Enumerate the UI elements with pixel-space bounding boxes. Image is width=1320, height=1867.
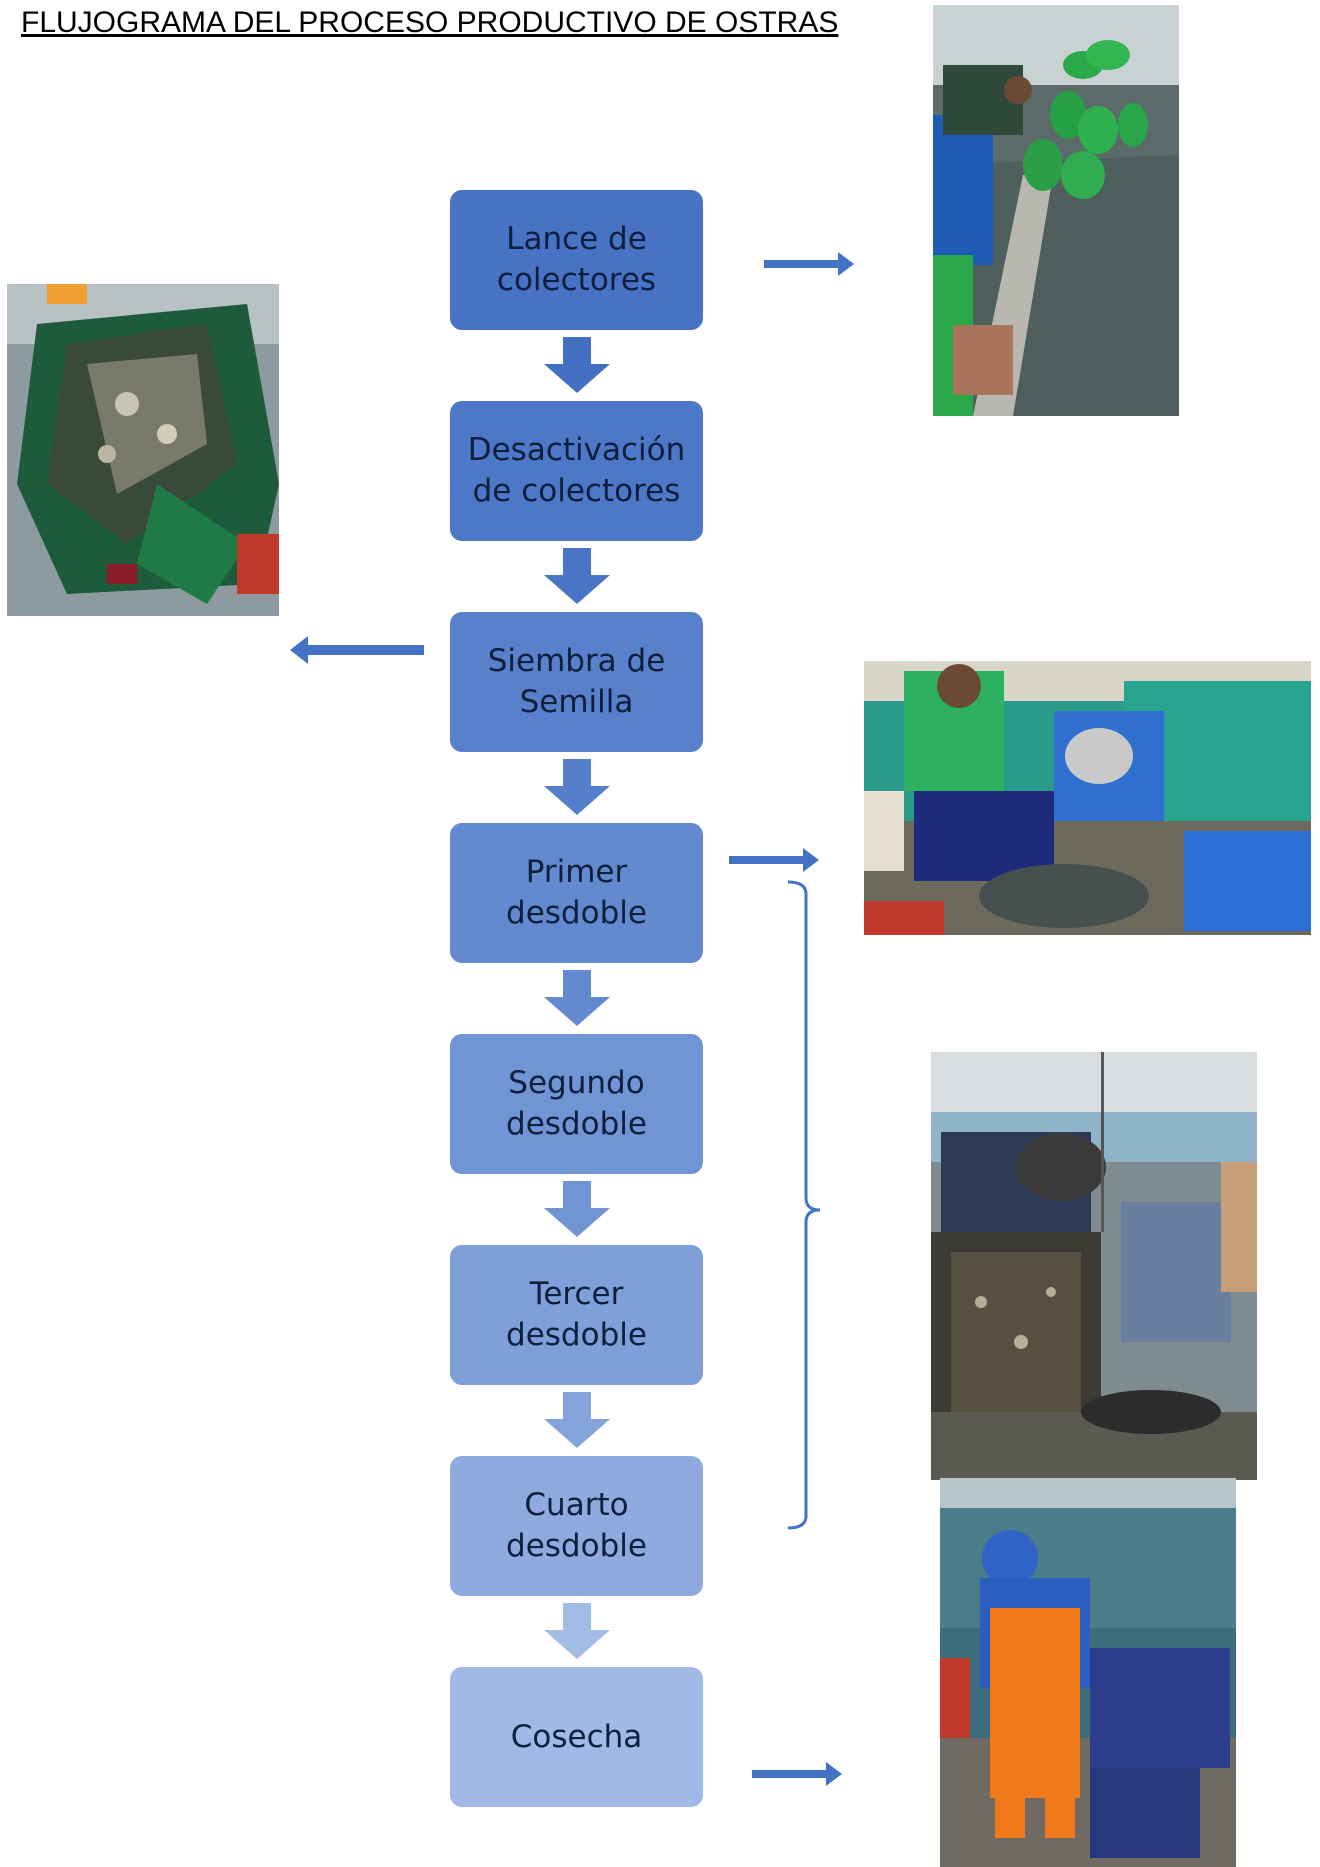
step-label-line2: colectores bbox=[496, 262, 657, 298]
step-label-line2: desdoble bbox=[506, 895, 647, 931]
step-label-line1: Siembra de bbox=[487, 643, 666, 679]
step-cuarto-desdoble: Cuarto desdoble bbox=[450, 1456, 703, 1596]
step-label-line1: Segundo bbox=[508, 1065, 645, 1101]
photo-further-splits bbox=[931, 1052, 1257, 1480]
photo-harvest bbox=[940, 1478, 1236, 1867]
right-arrow-icon bbox=[752, 1762, 842, 1786]
right-arrow-icon bbox=[764, 252, 854, 276]
step-label-line2: de colectores bbox=[472, 473, 681, 509]
step-lance-colectores: Lance de colectores bbox=[450, 190, 703, 330]
down-arrow-icon bbox=[544, 759, 610, 815]
down-arrow-icon bbox=[544, 1603, 610, 1659]
step-label-line2: Semilla bbox=[519, 684, 634, 720]
down-arrow-icon bbox=[544, 1181, 610, 1237]
step-label-line1: Desactivación bbox=[467, 432, 686, 468]
step-label-line1: Lance de bbox=[506, 221, 647, 257]
step-primer-desdoble: Primer desdoble bbox=[450, 823, 703, 963]
down-arrow-icon bbox=[544, 1392, 610, 1448]
step-label-line1: Cosecha bbox=[510, 1718, 643, 1755]
page-title: FLUJOGRAMA DEL PROCESO PRODUCTIVO DE OST… bbox=[21, 6, 839, 39]
down-arrow-icon bbox=[544, 337, 610, 393]
step-label-line2: desdoble bbox=[506, 1317, 647, 1353]
step-cosecha: Cosecha bbox=[450, 1667, 703, 1807]
down-arrow-icon bbox=[544, 548, 610, 604]
step-label-line1: Tercer bbox=[529, 1276, 624, 1312]
down-arrow-icon bbox=[544, 970, 610, 1026]
step-siembra-semilla: Siembra de Semilla bbox=[450, 612, 703, 752]
step-tercer-desdoble: Tercer desdoble bbox=[450, 1245, 703, 1385]
step-segundo-desdoble: Segundo desdoble bbox=[450, 1034, 703, 1174]
photo-deactivated-collectors bbox=[7, 284, 279, 616]
step-label-line1: Cuarto bbox=[524, 1487, 629, 1523]
photo-first-split bbox=[864, 661, 1311, 935]
step-label-line1: Primer bbox=[525, 854, 628, 890]
step-desactivacion-colectores: Desactivación de colectores bbox=[450, 401, 703, 541]
step-label-line2: desdoble bbox=[506, 1106, 647, 1142]
right-arrow-icon bbox=[729, 848, 819, 872]
left-arrow-icon bbox=[290, 636, 424, 664]
group-bracket bbox=[787, 880, 821, 1530]
step-label-line2: desdoble bbox=[506, 1528, 647, 1564]
photo-collector-launch bbox=[933, 5, 1179, 416]
